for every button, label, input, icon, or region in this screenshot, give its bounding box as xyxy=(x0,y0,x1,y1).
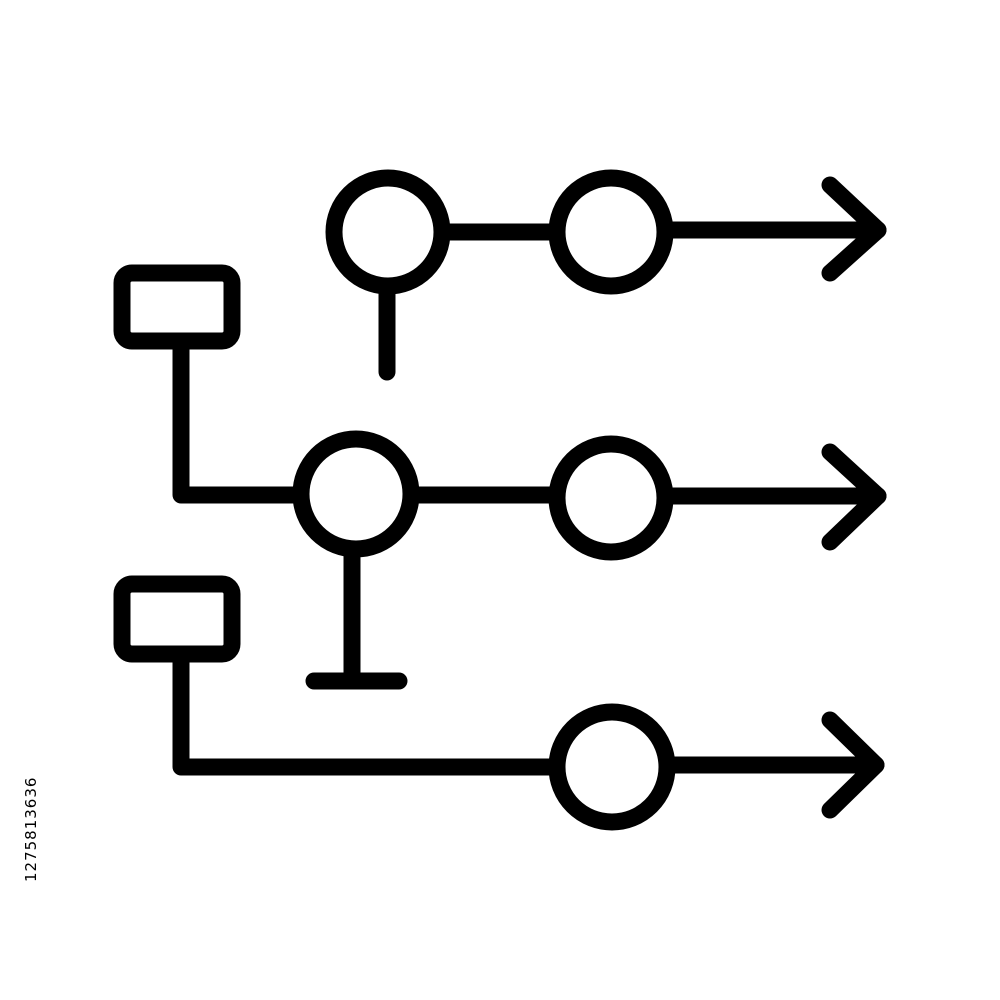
bottom-node-circle xyxy=(548,703,676,831)
top-end-node-circle xyxy=(548,169,674,295)
lower-label-box xyxy=(113,575,241,663)
bottom-arrow-head-icon xyxy=(821,711,885,819)
middle-start-node-circle xyxy=(292,430,420,558)
middle-end-node-circle xyxy=(548,435,674,561)
upper-box-branch xyxy=(113,264,306,504)
stock-id-watermark: 1275813636 xyxy=(22,776,40,882)
middle-arrow-head-icon xyxy=(821,443,887,551)
bottom-flow-row xyxy=(548,703,885,831)
middle-flow-row xyxy=(292,430,887,690)
top-start-node-circle xyxy=(325,169,451,295)
lower-box-connector xyxy=(172,645,565,776)
upper-label-box xyxy=(113,264,241,350)
lower-box-branch xyxy=(113,575,565,776)
upper-box-connector xyxy=(172,332,306,504)
top-flow-row xyxy=(325,169,887,381)
top-arrow-head-icon xyxy=(821,176,887,282)
